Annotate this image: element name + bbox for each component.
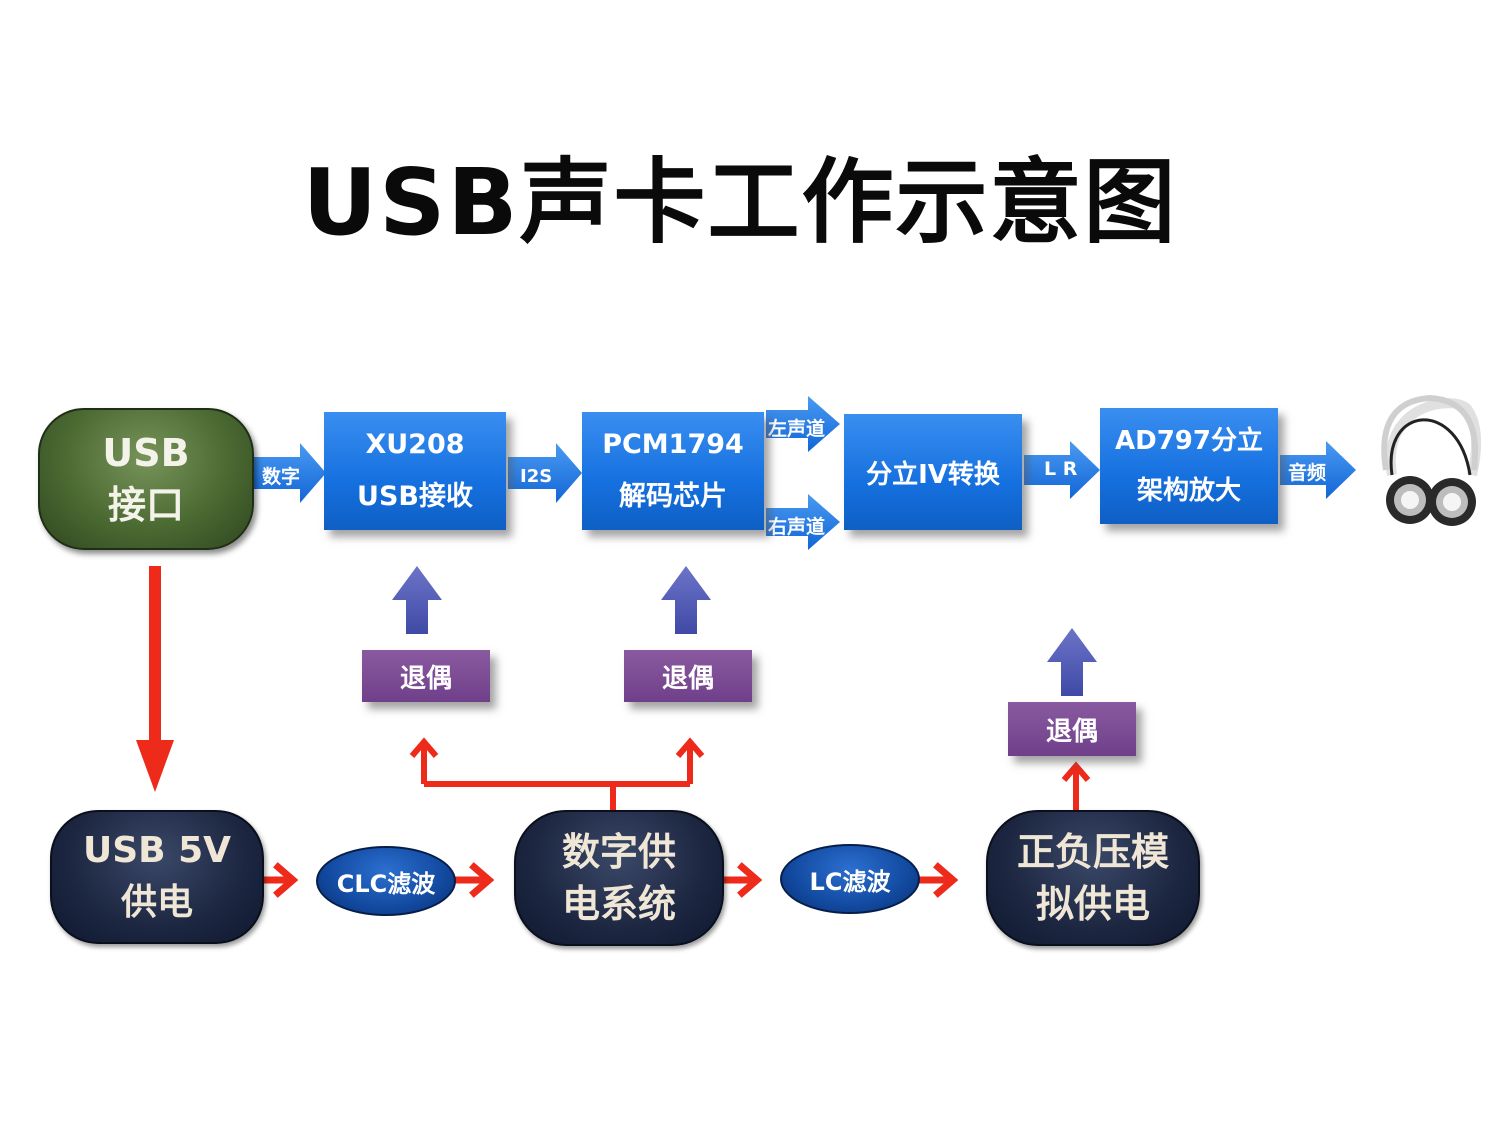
flow-arrow-left-channel	[766, 396, 840, 452]
analog-power-line-1: 正负压模	[1016, 830, 1169, 874]
decouple-label-3: 退偶	[1045, 716, 1098, 747]
flow-arrow-audio	[1280, 441, 1356, 499]
digital-power-line-1: 数字供	[561, 830, 676, 874]
xu208-line-2: USB接收	[357, 481, 473, 512]
iv-converter-label: 分立IV转换	[866, 459, 1000, 490]
digital-power-line-2: 电系统	[561, 882, 676, 926]
usb-port-line-1: USB	[102, 431, 190, 475]
lc-filter-node: LC滤波	[780, 844, 920, 914]
pcm1794-node: PCM1794 解码芯片	[582, 412, 764, 530]
usb-5v-line-2: 供电	[120, 882, 193, 923]
decouple-box-1: 退偶	[362, 650, 490, 702]
page-title: USB声卡工作示意图	[302, 149, 1178, 256]
flow-arrow-digital	[252, 443, 326, 503]
analog-power-line-2: 拟供电	[1035, 882, 1150, 926]
ad797-line-2: 架构放大	[1136, 476, 1241, 506]
label-left-channel: 左声道	[768, 418, 826, 440]
digital-power-branch	[409, 737, 705, 812]
xu208-node: XU208 USB接收	[324, 412, 506, 530]
analog-power-branch	[1061, 761, 1091, 810]
clc-filter-label: CLC滤波	[336, 869, 436, 898]
power-arrow-head	[136, 740, 174, 792]
decouple-label-1: 退偶	[399, 663, 452, 694]
ad797-line-1: AD797分立	[1115, 426, 1263, 456]
decouple-up-arrow-2	[661, 566, 711, 634]
headphones-icon	[1381, 394, 1482, 526]
label-right-channel: 右声道	[768, 516, 826, 538]
flow-arrow-right-channel	[766, 494, 840, 550]
usb-5v-line-1: USB 5V	[82, 830, 232, 871]
ad797-node: AD797分立 架构放大	[1100, 408, 1278, 524]
analog-power-node: 正负压模 拟供电	[986, 810, 1200, 946]
digital-power-node: 数字供 电系统	[514, 810, 724, 946]
usb-port-node: USB 接口	[38, 408, 254, 550]
iv-converter-node: 分立IV转换	[844, 414, 1022, 530]
lc-filter-label: LC滤波	[809, 867, 891, 896]
label-lr: L R	[1044, 458, 1078, 480]
label-i2s: I2S	[520, 466, 553, 487]
decouple-up-arrow-3	[1047, 628, 1097, 696]
decouple-box-3: 退偶	[1008, 702, 1136, 756]
usb-port-line-2: 接口	[107, 483, 184, 527]
decouple-label-2: 退偶	[661, 663, 714, 694]
label-digital: 数字	[262, 466, 301, 488]
flow-arrow-i2s	[508, 443, 582, 503]
decouple-box-2: 退偶	[624, 650, 752, 702]
label-audio: 音频	[1288, 462, 1327, 484]
decouple-up-arrow-1	[392, 566, 442, 634]
pcm1794-line-1: PCM1794	[602, 429, 744, 460]
power-arrow-shaft	[149, 566, 161, 746]
clc-filter-node: CLC滤波	[316, 846, 456, 916]
flow-arrow-lr	[1024, 441, 1100, 499]
pcm1794-line-2: 解码芯片	[619, 481, 727, 512]
usb-5v-node: USB 5V 供电	[50, 810, 264, 944]
xu208-line-1: XU208	[365, 429, 465, 460]
